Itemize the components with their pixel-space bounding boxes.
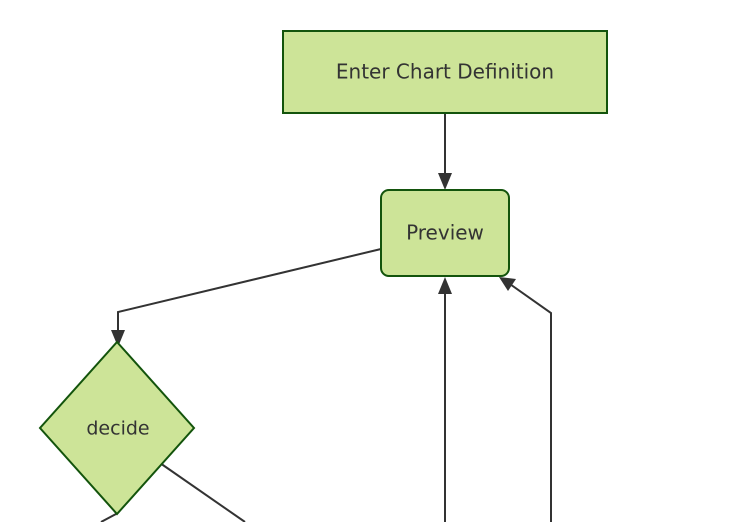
arrow-head-upleft-icon [499,277,516,291]
node-label-decide: decide [86,418,149,440]
edge-line [506,281,552,522]
node-decide[interactable]: decide [38,340,196,516]
arrow-head-down-icon [438,173,452,190]
node-label-enter-chart-definition: Enter Chart Definition [336,60,554,84]
edge-decide-out-left [100,513,117,522]
node-label-preview: Preview [406,221,484,245]
node-shape-rounded-rectangle[interactable] [380,189,510,277]
edge-line [159,462,246,522]
node-shape-diamond[interactable] [38,340,196,516]
edge-preview-to-decide [111,248,382,347]
edge-enter-to-preview [438,113,452,190]
edge-line [117,248,382,338]
edge-return-right-to-preview [499,277,552,522]
node-shape-rectangle[interactable] [282,30,608,114]
arrow-head-up-icon [438,277,452,294]
edge-decide-out-right [159,462,246,522]
node-preview[interactable]: Preview [380,189,510,277]
node-enter-chart-definition[interactable]: Enter Chart Definition [282,30,608,114]
edge-line [100,513,117,522]
edge-return-center-to-preview [438,277,452,522]
arrow-head-down-icon [111,330,125,347]
